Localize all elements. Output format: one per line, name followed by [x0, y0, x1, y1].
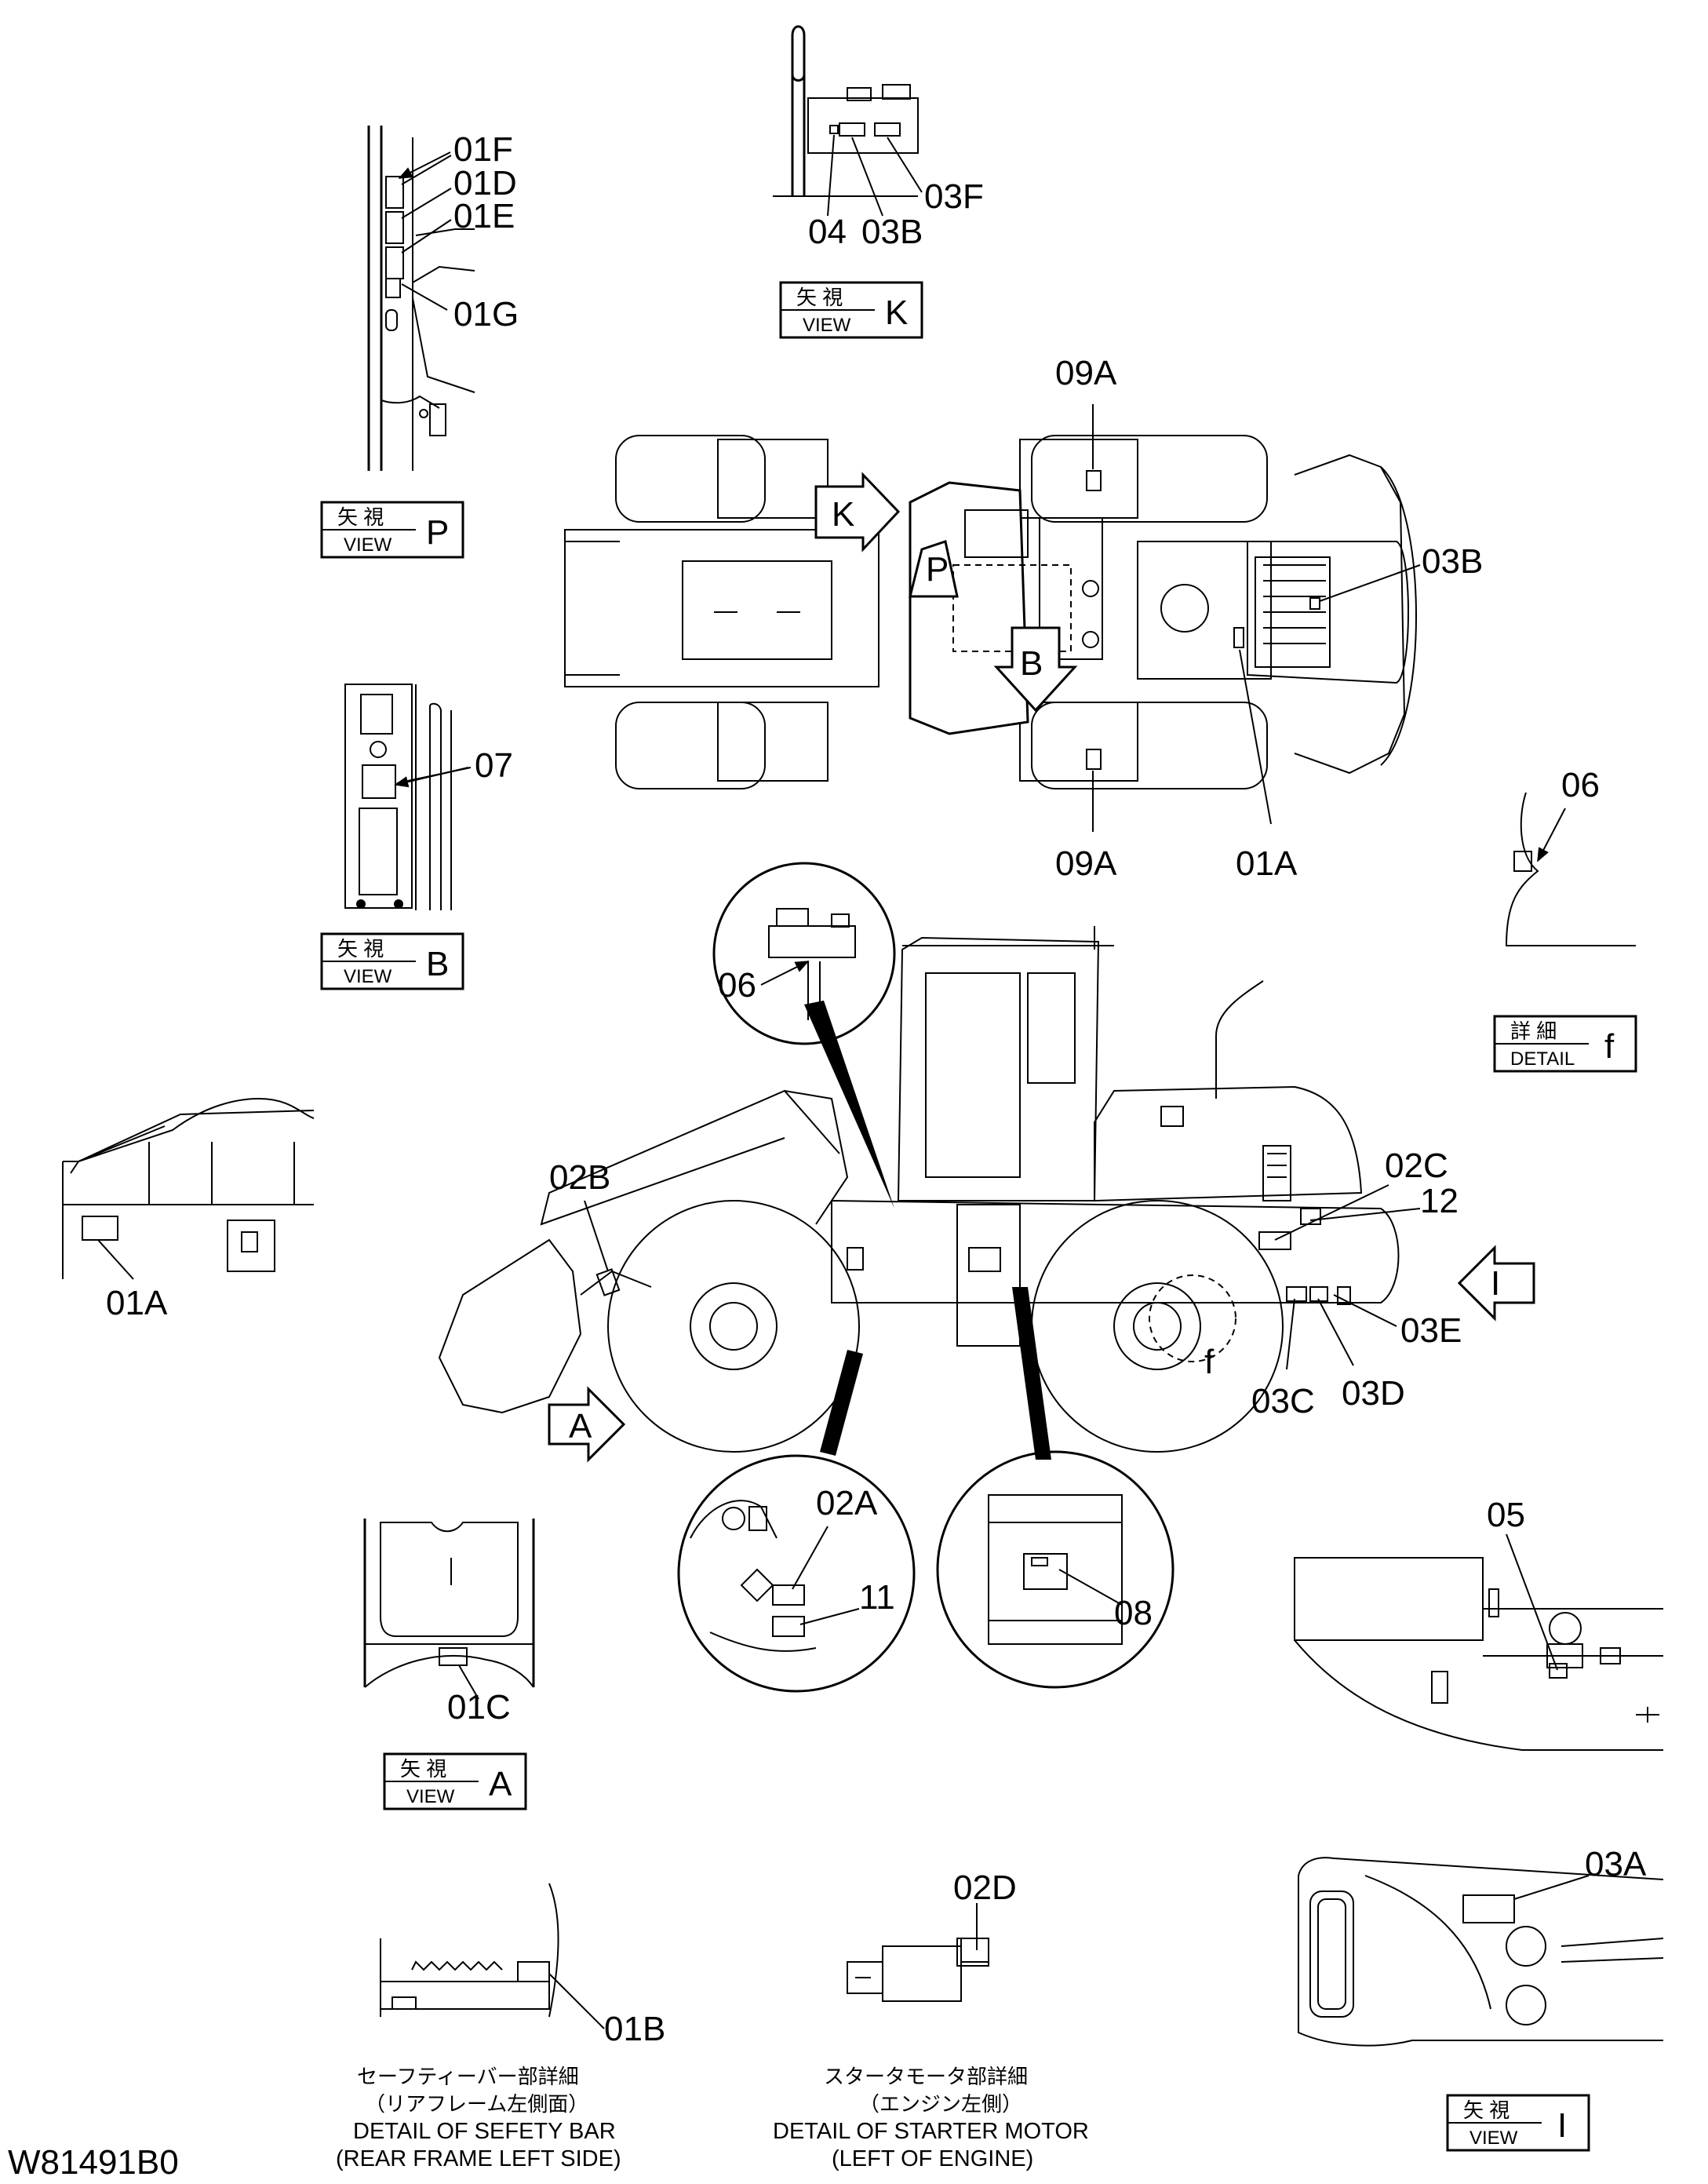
label-06-circle: 06: [718, 966, 756, 1004]
label-09A-bottom: 09A: [1055, 844, 1117, 883]
top-view-machine: 09A 09A 01A 03B K P B: [564, 354, 1483, 883]
label-11: 11: [859, 1578, 895, 1617]
svg-text:VIEW: VIEW: [406, 1786, 455, 1807]
view-arrow-k: K: [832, 495, 854, 534]
label-05: 05: [1487, 1496, 1525, 1534]
label-02C: 02C: [1385, 1147, 1448, 1185]
label-12: 12: [1420, 1182, 1459, 1220]
caption-safety-bar-en1: DETAIL OF SEFETY BAR: [353, 2119, 616, 2144]
detail-safety-bar: 01B セーフティーバー部詳細 （リアフレーム左側面） DETAIL OF SE…: [336, 1883, 665, 2171]
label-01C: 01C: [447, 1688, 511, 1726]
label-01G: 01G: [453, 295, 519, 334]
svg-text:VIEW: VIEW: [1469, 2127, 1518, 2149]
label-04: 04: [808, 213, 847, 251]
label-f-side: f: [1204, 1343, 1215, 1381]
detail-f: 06: [1505, 766, 1636, 946]
view-b-detail: 07: [344, 684, 513, 910]
label-03D: 03D: [1342, 1374, 1405, 1413]
label-03B-k: 03B: [861, 213, 923, 251]
label-02D: 02D: [953, 1869, 1017, 1907]
svg-text:VIEW: VIEW: [344, 534, 392, 556]
svg-text:VIEW: VIEW: [803, 315, 851, 336]
view-i-detail: 03A: [1298, 1845, 1664, 2047]
view-letter-k: K: [885, 294, 908, 332]
svg-text:矢 視: 矢 視: [1463, 2098, 1510, 2122]
label-02B: 02B: [549, 1158, 610, 1197]
label-01A-left: 01A: [106, 1284, 168, 1322]
detail-box-f: 詳 細 DETAIL f: [1493, 1015, 1637, 1073]
label-06-f: 06: [1561, 766, 1600, 804]
view-arrow-a: A: [569, 1407, 592, 1446]
drawing-number: W81491B0: [8, 2143, 179, 2182]
detail-circle-06: 06: [712, 862, 896, 1045]
caption-starter-jp1: スタータモータ部詳細: [824, 2065, 1028, 2088]
svg-text:VIEW: VIEW: [344, 966, 392, 987]
view-box-i: 矢 視 VIEW I: [1446, 2094, 1590, 2152]
label-01D: 01D: [453, 164, 517, 202]
label-09A-top: 09A: [1055, 354, 1117, 392]
view-k-detail: 04 03B 03F: [773, 25, 984, 251]
label-03E: 03E: [1400, 1311, 1462, 1350]
label-01A-top: 01A: [1236, 844, 1298, 883]
label-03F: 03F: [924, 177, 984, 216]
svg-text:詳 細: 詳 細: [1510, 1019, 1557, 1043]
view-box-b: 矢 視 VIEW B: [320, 932, 464, 990]
detail-01a-left: 01A: [62, 1097, 315, 1322]
label-03B-top: 03B: [1422, 542, 1483, 581]
view-box-p: 矢 視 VIEW P: [320, 501, 464, 559]
caption-starter-en2: (LEFT OF ENGINE): [832, 2146, 1033, 2171]
label-01B: 01B: [604, 2010, 665, 2048]
label-03C: 03C: [1251, 1382, 1315, 1420]
view-arrow-i: I: [1491, 1264, 1500, 1303]
svg-text:矢 視: 矢 視: [796, 286, 843, 309]
view-p-detail: 01F 01D 01E 01G: [367, 126, 519, 471]
view-letter-i: I: [1557, 2106, 1567, 2145]
detail-05: 05: [1294, 1496, 1663, 1751]
detail-circle-08: 08: [936, 1450, 1174, 1689]
svg-text:矢 視: 矢 視: [337, 505, 384, 529]
label-01F: 01F: [453, 130, 513, 169]
view-arrow-b: B: [1020, 644, 1043, 683]
detail-letter-f: f: [1604, 1027, 1615, 1066]
caption-starter-jp2: （エンジン左側）: [859, 2092, 1022, 2116]
svg-text:DETAIL: DETAIL: [1510, 1048, 1575, 1070]
label-01E: 01E: [453, 197, 515, 235]
caption-safety-bar-en2: (REAR FRAME LEFT SIDE): [336, 2146, 621, 2171]
label-03A: 03A: [1585, 1845, 1647, 1883]
detail-circle-02a-11: 02A 11: [677, 1454, 916, 1693]
view-arrow-p: P: [926, 550, 949, 589]
svg-text:矢 視: 矢 視: [400, 1757, 446, 1781]
view-box-a: 矢 視 VIEW A: [383, 1752, 527, 1810]
label-08: 08: [1114, 1594, 1153, 1632]
side-view-machine: 02B 02C 12 03E 03D 03C f A I: [438, 926, 1535, 1463]
view-box-k: 矢 視 VIEW K: [779, 281, 923, 339]
label-07: 07: [475, 746, 513, 785]
caption-safety-bar-jp2: （リアフレーム左側面）: [365, 2092, 588, 2116]
caption-safety-bar-jp1: セーフティーバー部詳細: [357, 2065, 579, 2088]
svg-text:矢 視: 矢 視: [337, 937, 384, 961]
label-02A: 02A: [816, 1484, 878, 1522]
detail-starter-motor: 02D スタータモータ部詳細 （エンジン左側） DETAIL OF STARTE…: [773, 1869, 1089, 2171]
view-letter-p: P: [426, 513, 449, 552]
view-letter-b: B: [426, 945, 449, 983]
caption-starter-en1: DETAIL OF STARTER MOTOR: [773, 2119, 1089, 2144]
view-letter-a: A: [489, 1765, 512, 1803]
view-a-detail: 01C: [363, 1519, 535, 1726]
